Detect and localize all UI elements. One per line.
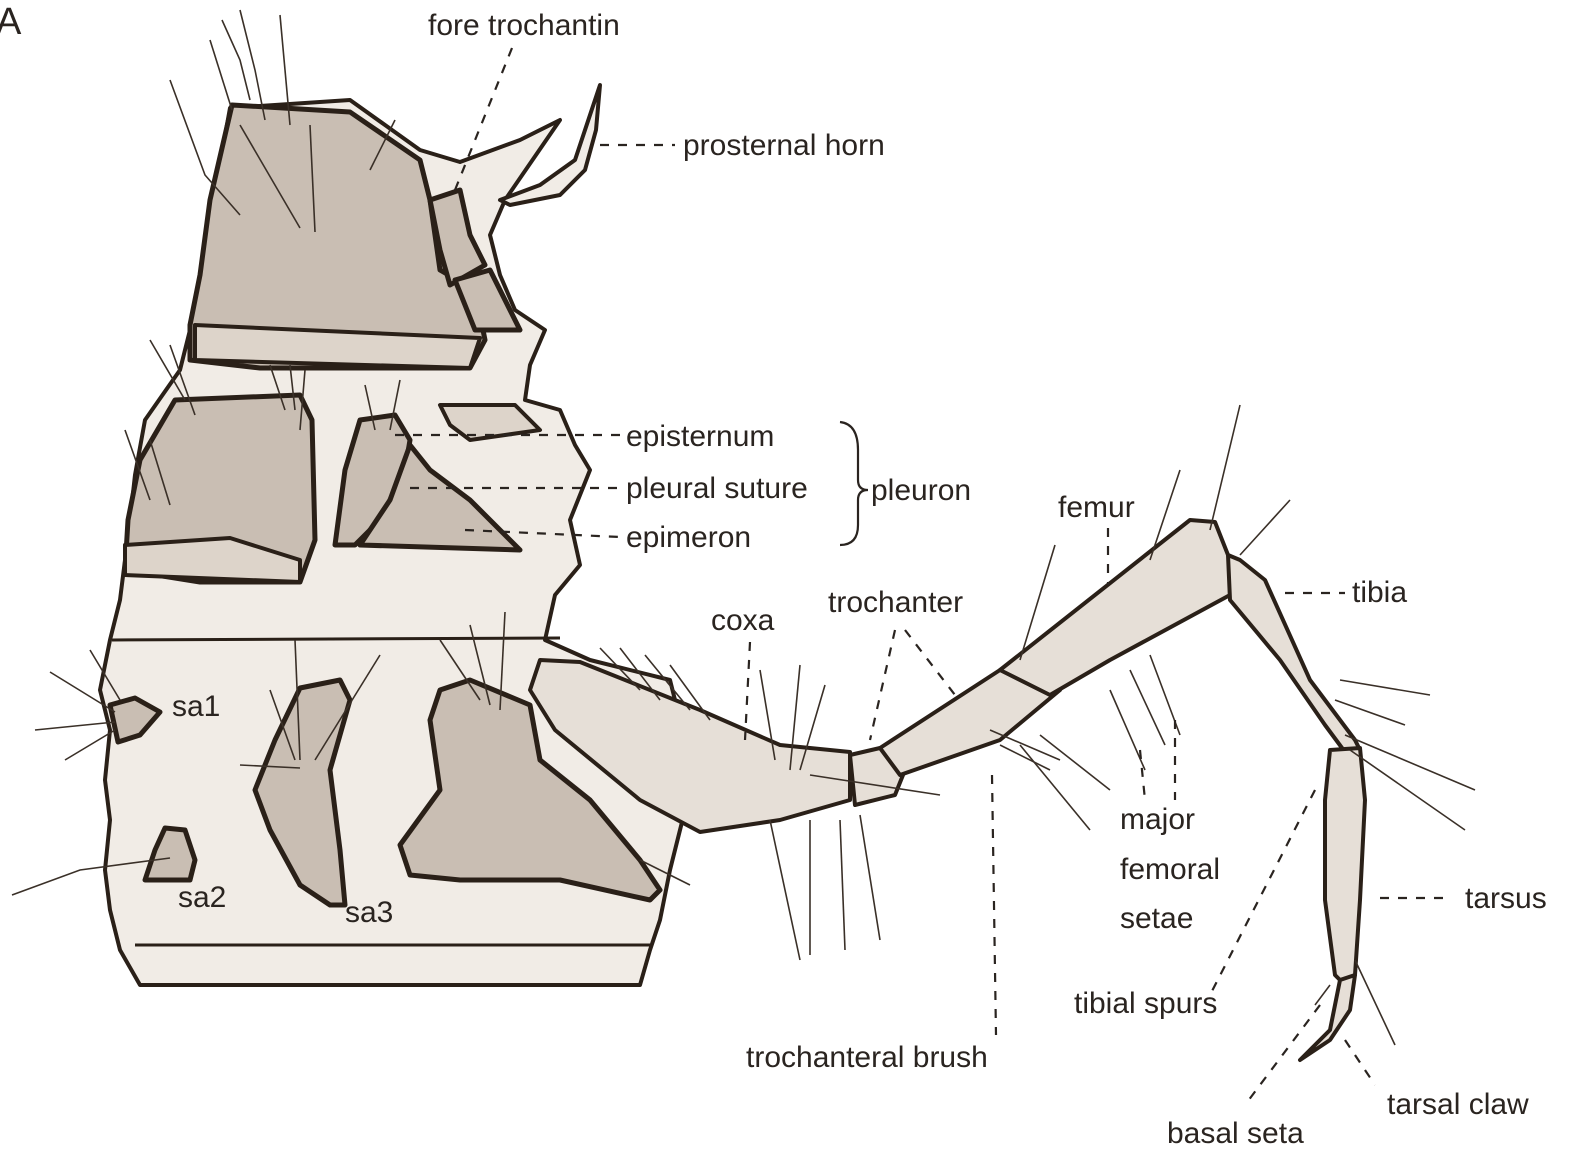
label-sa2: sa2	[178, 881, 226, 914]
label-major-femoral-setae-2: femoral	[1120, 853, 1220, 886]
label-basal-seta: basal seta	[1167, 1117, 1304, 1150]
label-major-femoral-setae-1: major	[1120, 803, 1195, 836]
label-fore-trochantin: fore trochantin	[428, 9, 620, 42]
label-sa1: sa1	[172, 690, 220, 723]
panel-letter: A	[0, 1, 22, 43]
label-tarsal-claw: tarsal claw	[1387, 1088, 1529, 1121]
pleuron-brace	[840, 422, 868, 545]
label-sa3: sa3	[345, 896, 393, 929]
label-episternum: episternum	[626, 420, 774, 453]
tarsus-segment	[1325, 748, 1365, 985]
label-pleural-suture: pleural suture	[626, 472, 808, 505]
tibia-segment	[1228, 555, 1360, 752]
label-trochanteral-brush: trochanteral brush	[746, 1041, 988, 1074]
label-tarsus: tarsus	[1465, 882, 1547, 915]
label-femur: femur	[1058, 491, 1135, 524]
label-tibial-spurs: tibial spurs	[1074, 987, 1217, 1020]
label-tibia: tibia	[1352, 576, 1407, 609]
label-coxa: coxa	[711, 604, 775, 637]
femur-segment	[1000, 520, 1230, 695]
label-pleuron: pleuron	[871, 474, 971, 507]
label-epimeron: epimeron	[626, 521, 751, 554]
label-trochanter: trochanter	[828, 586, 963, 619]
label-prosternal-horn: prosternal horn	[683, 129, 885, 162]
label-major-femoral-setae-3: setae	[1120, 902, 1193, 935]
